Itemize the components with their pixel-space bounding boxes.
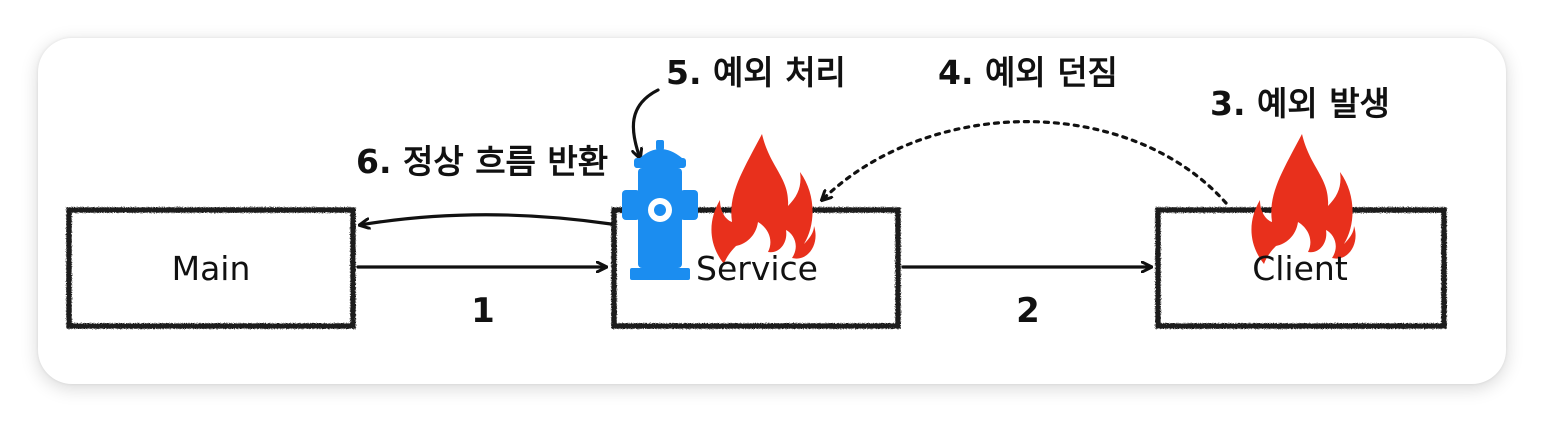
service-label: Service [696, 249, 818, 288]
main-label: Main [172, 249, 251, 288]
return-arrow-service-to-main [360, 213, 613, 225]
annotation-normal-return: 6. 정상 흐름 반환 [356, 142, 608, 181]
fire-hydrant-icon [622, 140, 698, 280]
throw-arrow-client-to-service [822, 120, 1228, 205]
client-label: Client [1252, 249, 1348, 288]
annotation-exception-handled: 5. 예외 처리 [666, 53, 846, 92]
step-1-label: 1 [471, 291, 495, 331]
fire-icon [1251, 134, 1356, 264]
main-node: Main [66, 207, 356, 329]
fire-icon [711, 134, 816, 264]
handle-pointer-arrow [633, 88, 660, 158]
annotation-exception-thrown: 4. 예외 던짐 [938, 53, 1118, 92]
annotation-exception-occurs: 3. 예외 발생 [1210, 84, 1390, 123]
step-2-label: 2 [1016, 291, 1040, 331]
